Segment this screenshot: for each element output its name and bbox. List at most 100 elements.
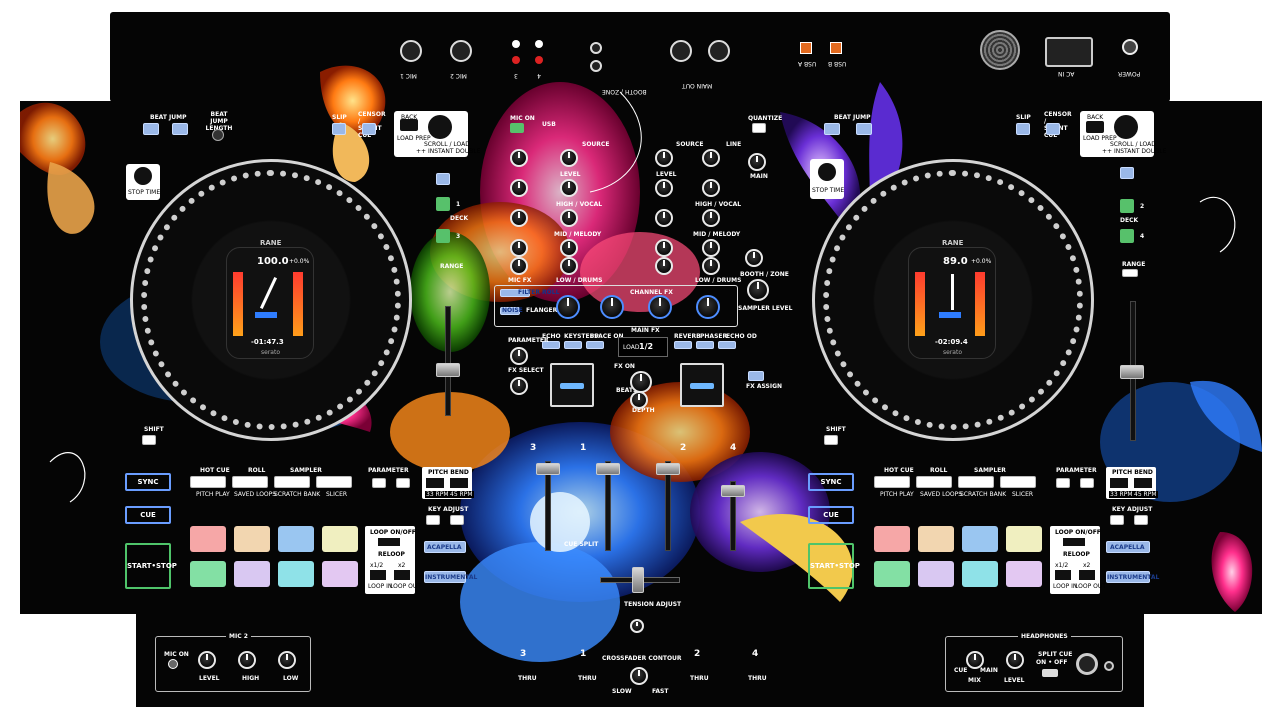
acapella-button[interactable] <box>424 541 466 553</box>
r-stop-time-knob[interactable] <box>818 163 836 181</box>
r-deck2-button[interactable] <box>1120 167 1134 179</box>
cue-button[interactable]: CUE <box>125 506 171 524</box>
r-param-right-button[interactable] <box>1080 478 1094 488</box>
deck-select-top[interactable] <box>436 197 450 211</box>
pad-3[interactable] <box>278 526 314 552</box>
back-button[interactable] <box>400 119 418 131</box>
loop-half-button[interactable] <box>370 570 386 580</box>
r-pad-6[interactable] <box>918 561 954 587</box>
crossfader-cap[interactable] <box>632 567 644 593</box>
mic-on-button[interactable] <box>510 123 524 133</box>
knob-ch1-low[interactable] <box>560 257 578 275</box>
ch3-fader-cap[interactable] <box>536 463 560 475</box>
pad-4[interactable] <box>322 526 358 552</box>
beat-jump-forward-button[interactable] <box>172 123 188 135</box>
knob-ch3-level[interactable] <box>510 179 528 197</box>
ch2-fader-cap[interactable] <box>656 463 680 475</box>
fx-button-1[interactable] <box>542 341 560 349</box>
mini-jack[interactable] <box>1104 661 1114 671</box>
r-slip-button[interactable] <box>1016 123 1030 135</box>
ch4-fader-cap[interactable] <box>721 485 745 497</box>
r-cue-button[interactable]: CUE <box>808 506 854 524</box>
r-shift-button[interactable] <box>824 435 838 445</box>
r-pad-3[interactable] <box>962 526 998 552</box>
mic2-high-knob[interactable] <box>238 651 256 669</box>
fx-button-6[interactable] <box>718 341 736 349</box>
beat-jump-back-button[interactable] <box>143 123 159 135</box>
beat-jump-length-encoder[interactable] <box>212 129 224 141</box>
fx-button-5[interactable] <box>696 341 714 349</box>
fx-filter-roll-button[interactable] <box>500 289 530 297</box>
r-scroll-load-encoder[interactable] <box>1114 115 1138 139</box>
knob-ch1-level[interactable] <box>560 179 578 197</box>
mic2-on-button[interactable] <box>168 659 178 669</box>
scroll-load-encoder[interactable] <box>428 115 452 139</box>
hotcue-button[interactable] <box>190 476 226 488</box>
r-back-button[interactable] <box>1086 121 1104 133</box>
key-up-button[interactable] <box>450 515 464 525</box>
fx-noise-button[interactable] <box>500 307 520 315</box>
key-down-button[interactable] <box>426 515 440 525</box>
r-range-button[interactable] <box>1122 269 1138 277</box>
r-roll-button[interactable] <box>916 476 952 488</box>
r-pitch-fader-cap[interactable] <box>1120 365 1144 379</box>
knob-ch4-level[interactable] <box>702 179 720 197</box>
r-pad-4[interactable] <box>1006 526 1042 552</box>
fx-select-knob[interactable] <box>510 377 528 395</box>
knob-ch3-gain[interactable] <box>510 149 528 167</box>
pad-2[interactable] <box>234 526 270 552</box>
r-loop-onoff-button[interactable] <box>1063 538 1085 546</box>
r-loop-half-button[interactable] <box>1055 570 1071 580</box>
roll-button[interactable] <box>232 476 268 488</box>
knob-ch2-mid[interactable] <box>655 239 673 257</box>
knob-ch4-high[interactable] <box>702 209 720 227</box>
depth-knob[interactable] <box>630 391 648 409</box>
loop-onoff-button[interactable] <box>378 538 400 546</box>
beats-knob[interactable] <box>630 371 652 393</box>
tension-knob[interactable] <box>630 619 644 633</box>
channel-fx-knob-3[interactable] <box>556 295 580 319</box>
knob-ch3-low[interactable] <box>510 257 528 275</box>
fx-button-2[interactable] <box>564 341 582 349</box>
censor-button[interactable] <box>362 123 376 135</box>
pitch-bend-up[interactable] <box>450 478 468 488</box>
pad-1[interactable] <box>190 526 226 552</box>
r-pad-5[interactable] <box>874 561 910 587</box>
sampler-button[interactable] <box>274 476 310 488</box>
r-censor-button[interactable] <box>1046 123 1060 135</box>
r-key-up-button[interactable] <box>1134 515 1148 525</box>
r-pad-1[interactable] <box>874 526 910 552</box>
knob-ch4-gain[interactable] <box>702 149 720 167</box>
r-deck-select-bottom[interactable] <box>1120 229 1134 243</box>
r-key-down-button[interactable] <box>1110 515 1124 525</box>
shift-button[interactable] <box>142 435 156 445</box>
pad-8[interactable] <box>322 561 358 587</box>
mic2-level-knob[interactable] <box>198 651 216 669</box>
fx-button-4[interactable] <box>674 341 692 349</box>
knob-ch2-gain[interactable] <box>655 149 673 167</box>
hp-level-knob[interactable] <box>1006 651 1024 669</box>
deck1-button[interactable] <box>436 173 450 185</box>
pad-6[interactable] <box>234 561 270 587</box>
r-pitch-bend-down[interactable] <box>1110 478 1128 488</box>
stop-time-knob[interactable] <box>134 167 152 185</box>
pad-5[interactable] <box>190 561 226 587</box>
pad-7[interactable] <box>278 561 314 587</box>
param-left-button[interactable] <box>372 478 386 488</box>
r-beat-jump-forward-button[interactable] <box>856 123 872 135</box>
fx-parameter-knob[interactable] <box>510 347 528 365</box>
loop-double-button[interactable] <box>394 570 410 580</box>
knob-ch3-mid[interactable] <box>510 239 528 257</box>
r-beat-jump-back-button[interactable] <box>824 123 840 135</box>
knob-ch4-mid[interactable] <box>702 239 720 257</box>
r-loop-double-button[interactable] <box>1079 570 1095 580</box>
channel-fx-knob-1[interactable] <box>600 295 624 319</box>
start-stop-button[interactable]: START•STOP <box>125 543 177 589</box>
pitch-bend-down[interactable] <box>426 478 444 488</box>
r-sync-button[interactable]: SYNC <box>808 473 854 491</box>
pitch-fader-cap[interactable] <box>436 363 460 377</box>
knob-ch2-level[interactable] <box>655 179 673 197</box>
ch1-fader-cap[interactable] <box>596 463 620 475</box>
channel-fx-knob-2[interactable] <box>648 295 672 319</box>
r-param-left-button[interactable] <box>1056 478 1070 488</box>
